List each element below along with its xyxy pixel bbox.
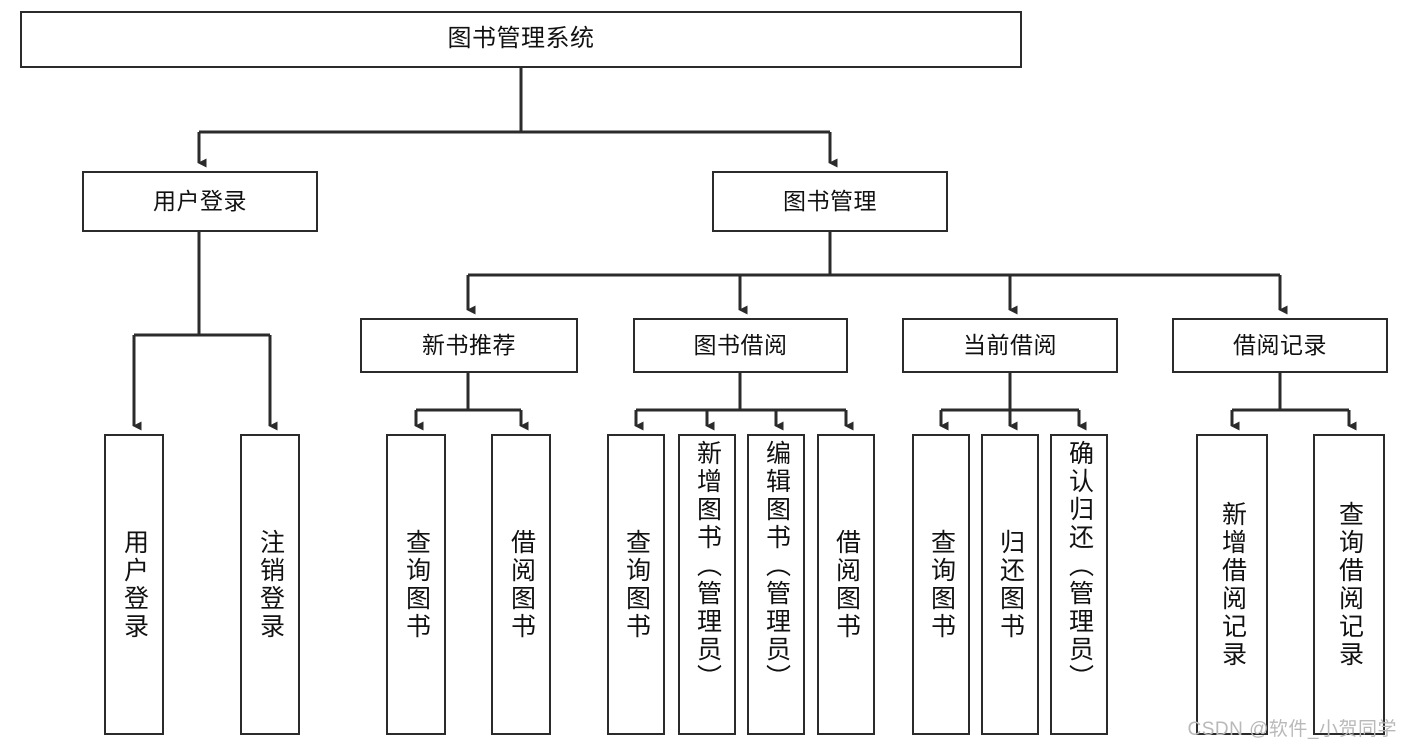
leaf-current-query-book-label: 查询图书 <box>927 528 956 641</box>
leaf-borrow-add-book[interactable]: 新增图书（管理员） <box>678 434 736 735</box>
leaf-user-login-login-label: 用户登录 <box>120 528 149 641</box>
leaf-user-login-login[interactable]: 用户登录 <box>104 434 164 735</box>
leaf-borrow-query-book[interactable]: 查询图书 <box>607 434 665 735</box>
leaf-borrow-add-book-label: 新增图书（管理员） <box>693 440 722 692</box>
leaf-current-return-book[interactable]: 归还图书 <box>981 434 1039 735</box>
node-book-management-label: 图书管理 <box>783 187 877 214</box>
leaf-borrow-borrow-book-label: 借阅图书 <box>832 528 861 641</box>
leaf-current-confirm-return-label: 确认归还（管理员） <box>1065 440 1094 692</box>
node-book-borrow-label: 图书借阅 <box>693 331 788 358</box>
leaf-user-login-logout[interactable]: 注销登录 <box>240 434 300 735</box>
leaf-record-add-record-label: 新增借阅记录 <box>1218 500 1247 669</box>
leaf-user-login-logout-label: 注销登录 <box>256 528 285 641</box>
csdn-watermark: CSDN @软件_小贺同学 <box>1187 719 1397 740</box>
leaf-borrow-query-book-label: 查询图书 <box>622 528 651 641</box>
node-root[interactable]: 图书管理系统 <box>20 11 1022 68</box>
leaf-record-query-record-label: 查询借阅记录 <box>1335 500 1364 669</box>
node-current-borrow[interactable]: 当前借阅 <box>902 318 1118 373</box>
leaf-recommend-query-book[interactable]: 查询图书 <box>386 434 446 735</box>
leaf-current-confirm-return[interactable]: 确认归还（管理员） <box>1050 434 1108 735</box>
node-root-label: 图书管理系统 <box>447 25 595 53</box>
node-user-login[interactable]: 用户登录 <box>82 171 318 232</box>
leaf-record-add-record[interactable]: 新增借阅记录 <box>1196 434 1268 735</box>
leaf-current-query-book[interactable]: 查询图书 <box>912 434 970 735</box>
leaf-recommend-borrow-book-label: 借阅图书 <box>507 528 536 641</box>
node-user-login-label: 用户登录 <box>153 187 247 214</box>
node-current-borrow-label: 当前借阅 <box>963 331 1057 358</box>
node-borrow-record[interactable]: 借阅记录 <box>1172 318 1388 373</box>
node-new-book-recommend-label: 新书推荐 <box>422 331 516 358</box>
leaf-borrow-borrow-book[interactable]: 借阅图书 <box>817 434 875 735</box>
node-book-management[interactable]: 图书管理 <box>712 171 948 232</box>
node-book-borrow[interactable]: 图书借阅 <box>633 318 848 373</box>
node-borrow-record-label: 借阅记录 <box>1233 331 1327 358</box>
leaf-current-return-book-label: 归还图书 <box>996 528 1025 641</box>
leaf-record-query-record[interactable]: 查询借阅记录 <box>1313 434 1385 735</box>
leaf-recommend-query-book-label: 查询图书 <box>402 528 431 641</box>
leaf-borrow-edit-book[interactable]: 编辑图书（管理员） <box>747 434 805 735</box>
node-new-book-recommend[interactable]: 新书推荐 <box>360 318 578 373</box>
leaf-borrow-edit-book-label: 编辑图书（管理员） <box>762 440 791 692</box>
leaf-recommend-borrow-book[interactable]: 借阅图书 <box>491 434 551 735</box>
